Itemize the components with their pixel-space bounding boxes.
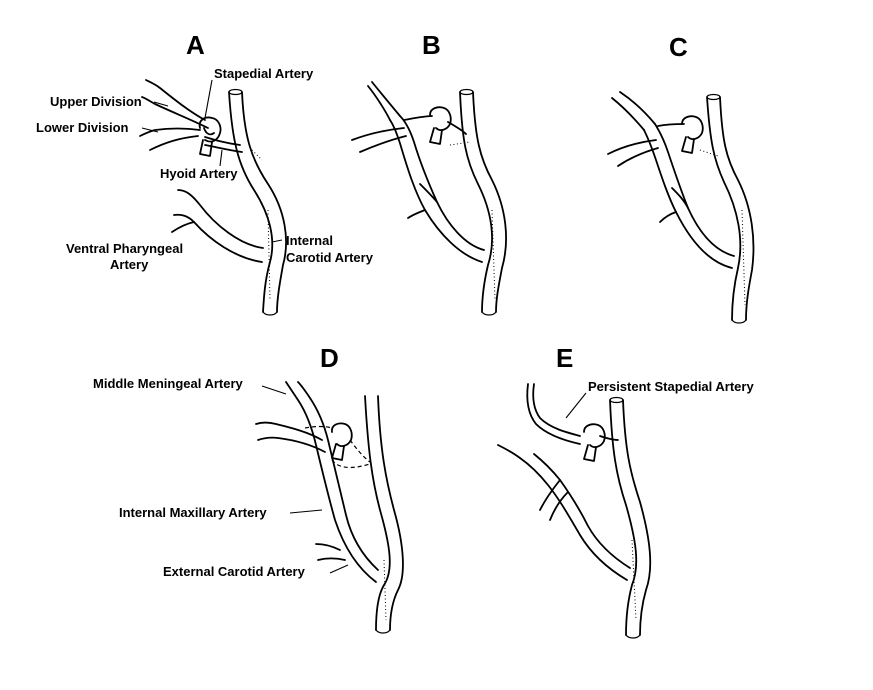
label-internal: Internal (286, 233, 333, 248)
panel-d-letter: D (320, 343, 339, 373)
label-hyoid-artery: Hyoid Artery (160, 166, 238, 181)
panel-d-drawing (255, 381, 404, 634)
label-ventral-pharyngeal: Ventral Pharyngeal (66, 241, 184, 256)
panel-c-stapes (681, 115, 704, 140)
label-internal-maxillary-artery: Internal Maxillary Artery (119, 505, 267, 520)
label-ventral-pharyngeal-artery: Artery (110, 257, 149, 272)
panel-c-internal-carotid (706, 96, 742, 321)
panel-d-stapes (331, 422, 353, 447)
panel-c-letter: C (669, 32, 688, 62)
panel-d-external-carotid (285, 381, 377, 583)
panel-d-internal-maxillary (255, 421, 323, 441)
panel-a-upper-division (145, 79, 206, 121)
panel-a-drawing (139, 79, 287, 316)
label-persistent-stapedial-artery: Persistent Stapedial Artery (588, 379, 754, 394)
panel-b-stapes (429, 106, 452, 131)
panel-b-internal-carotid (459, 91, 493, 313)
panel-a-lower-division (139, 127, 201, 137)
panel-b-external-carotid (389, 119, 483, 263)
label-middle-meningeal-artery: Middle Meningeal Artery (93, 376, 243, 391)
label-stapedial-artery: Stapedial Artery (214, 66, 314, 81)
panel-e-internal-carotid (609, 399, 638, 636)
panel-a-ventral-pharyngeal (177, 189, 264, 249)
panel-e-stapes (583, 423, 606, 448)
panel-b-letter: B (422, 30, 441, 60)
panel-e-drawing (497, 383, 652, 639)
panel-a-hyoid-artery (204, 136, 241, 146)
panel-c-external-carotid (643, 129, 733, 269)
label-lower-division: Lower Division (36, 120, 129, 135)
label-upper-division: Upper Division (50, 94, 142, 109)
panel-a-internal-carotid (228, 91, 274, 313)
panel-e-external-carotid (519, 457, 628, 581)
panel-e-letter: E (556, 343, 574, 373)
panel-e-persistent-stapedial (532, 383, 581, 437)
panel-b-drawing (351, 81, 507, 316)
panel-a-letter: A (186, 30, 205, 60)
label-carotid-artery: Carotid Artery (286, 250, 373, 265)
panel-d-internal-carotid (364, 395, 391, 631)
panel-c-drawing (607, 91, 755, 324)
label-external-carotid-artery: External Carotid Artery (163, 564, 305, 579)
